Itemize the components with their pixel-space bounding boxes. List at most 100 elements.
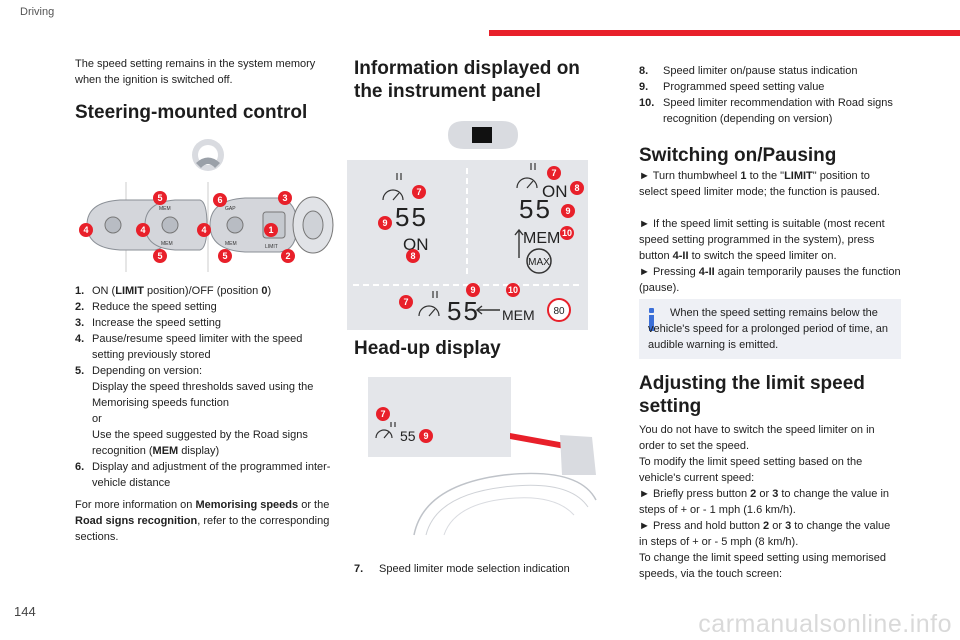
mem-label-bottom: MEM (502, 307, 535, 323)
badge-4c-text: 4 (201, 225, 206, 235)
badge-2 (281, 249, 295, 263)
panel-badge-7-right: 7 (551, 168, 556, 178)
adjust-p1: You do not have to switch the speed limi… (639, 424, 875, 452)
badge-4b (136, 223, 150, 237)
instrument-display-graphics: 55 ON 55 ON MEM MAX 55 MEM 80 7 9 8 7 8 … (353, 163, 584, 326)
switching-heading: Switching on/Pausing (639, 145, 837, 166)
steering-wheel-icon (192, 139, 224, 171)
list-number: 7. (354, 563, 364, 575)
list-item: 9.Programmed speed setting value (639, 79, 901, 95)
list-text: Speed limiter mode selection indication (379, 563, 570, 575)
adj4-c: or (769, 520, 786, 532)
steering-control-diagram: MEM MEM GAP MEM LIMIT 5 6 3 4 4 4 1 5 5 … (79, 139, 334, 272)
item1-limit: LIMIT (115, 285, 144, 297)
control-list: 1. ON (LIMIT position)/OFF (position 0) … (75, 283, 335, 491)
instrument-panel-heading: Information displayed on the instrument … (354, 58, 580, 102)
badge-4a-text: 4 (83, 225, 88, 235)
list-number: 2. (75, 301, 85, 313)
panel-badge-7-bottom: 7 (403, 297, 408, 307)
list-item: 8.Speed limiter on/pause status indicati… (639, 63, 901, 79)
limit-label-diagram: LIMIT (265, 244, 278, 250)
speed-value-left: 55 (395, 202, 428, 232)
adjusting-heading: Adjusting the limit speed setting (639, 373, 865, 417)
info-text: When the speed setting remains below the… (648, 307, 888, 351)
list-item: 2.Reduce the speed setting (75, 299, 335, 315)
panel-badge-7-left: 7 (416, 187, 421, 197)
instrument-cluster-icon (448, 121, 518, 149)
info-box (639, 299, 901, 359)
switch-step-1: ► Turn thumbwheel 1 to the "LIMIT" posit… (639, 168, 901, 200)
intro-text: The speed setting remains in the system … (75, 58, 316, 86)
badge-5-mid (153, 249, 167, 263)
list-number: 1. (75, 285, 85, 297)
adj4-d: 3 (785, 520, 792, 532)
item1-on: ON ( (92, 285, 116, 297)
section-title: Driving (20, 6, 55, 18)
speedometer-icon-left (382, 173, 404, 201)
more-b2: Road signs recognition (75, 515, 198, 527)
adjust-p5: To change the limit speed setting using … (639, 552, 887, 580)
header-accent-bar (489, 30, 960, 36)
badge-3 (278, 191, 292, 205)
list-number: 8. (639, 65, 649, 77)
adj4-e: to change the value in steps of + or - 5… (639, 520, 891, 548)
recommendation-arrow-bottom (475, 305, 500, 315)
watermark: carmanualsonline.info (698, 610, 952, 638)
badge-3-text: 3 (282, 193, 287, 203)
more-info-text: For more information on Memorising speed… (75, 497, 335, 545)
info-icon (649, 315, 654, 331)
badge-6-text: 6 (217, 195, 222, 205)
badge-4a (79, 223, 93, 237)
list-item: 1. ON (LIMIT position)/OFF (position 0) (75, 283, 335, 299)
more-c: or the (298, 499, 330, 511)
sw1-c: to the " (746, 170, 785, 182)
item5-option-a: Display the speed thresholds saved using… (92, 381, 314, 409)
max-circle (526, 248, 552, 274)
list-text: Depending on version: (92, 365, 203, 377)
badge-1 (264, 223, 278, 237)
list-number: 10. (639, 97, 655, 109)
adj4-b: 2 (763, 520, 770, 532)
list-item: 10. Speed limiter recommendation with Roa… (639, 95, 901, 127)
more-a: For more information on (75, 499, 196, 511)
list-item: 6.Display and adjustment of the programm… (75, 459, 335, 491)
item1-zero: 0 (261, 285, 268, 297)
more-d: , refer to the corresponding sections. (75, 515, 330, 543)
panel-badge-9-right: 9 (565, 206, 570, 216)
adjust-text: You do not have to switch the speed limi… (639, 422, 901, 582)
sw1-b1: 1 (740, 170, 747, 182)
badge-2-text: 2 (285, 251, 290, 261)
sw1-a: ► Turn thumbwheel (639, 170, 741, 182)
adjust-p2: To modify the limit speed setting based … (639, 456, 863, 484)
mem-label-diagram-2: MEM (161, 241, 173, 247)
adj3-d: 3 (772, 488, 779, 500)
adjust-p3: ► Briefly press button 2 or 3 to change … (639, 486, 901, 518)
sw3-c: again temporarily pauses the function (p… (639, 266, 901, 294)
display-items-list: 8.Speed limiter on/pause status indicati… (639, 63, 901, 127)
list-number: 5. (75, 365, 85, 377)
item-7: 7. Speed limiter mode selection indicatio… (354, 561, 594, 577)
sw2-b: 4-II (672, 250, 689, 262)
sw3-a: ► Pressing (639, 266, 699, 278)
speedometer-icon-bottom (418, 291, 440, 317)
steering-control-heading: Steering-mounted control (75, 102, 308, 123)
hud-badge-7: 7 (380, 409, 385, 419)
adjust-p4: ► Press and hold button 2 or 3 to change… (639, 518, 901, 550)
list-item: 4.Pause/resume speed limiter with the sp… (75, 331, 335, 363)
badge-5-right (218, 249, 232, 263)
panel-badge-8-right: 8 (574, 183, 579, 193)
list-text: Pause/resume speed limiter with the spee… (92, 333, 303, 361)
on-label-left: ON (403, 235, 429, 254)
item5-option-b: Use the speed suggested by the Road sign… (92, 429, 308, 457)
mem-label-diagram-3: MEM (225, 241, 237, 247)
list-item: 3.Increase the speed setting (75, 315, 335, 331)
item5-mem: MEM (152, 445, 179, 457)
badge-5-top-text: 5 (157, 193, 162, 203)
speed-sign-80 (547, 298, 571, 322)
list-item: 5. Depending on version: Display the spe… (75, 363, 335, 459)
speedometer-icon-right (516, 163, 538, 189)
badge-6 (213, 193, 227, 207)
list-text: Speed limiter recommendation with Road s… (663, 97, 893, 125)
hud-heading: Head-up display (354, 338, 501, 359)
gap-label-diagram: GAP (225, 206, 236, 212)
